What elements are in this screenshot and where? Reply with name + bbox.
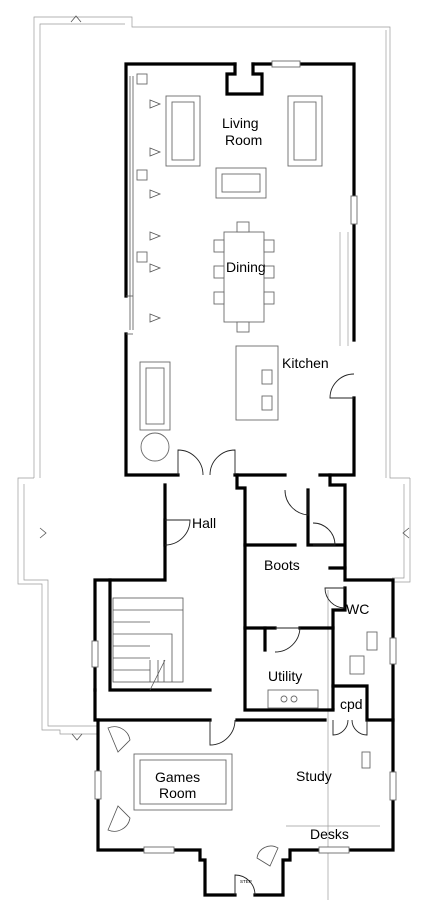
dining-furniture	[213, 221, 275, 333]
utility-fittings	[267, 631, 378, 709]
dining-label: Dining	[226, 259, 266, 275]
site-outlines	[17, 16, 411, 900]
living-room-furniture	[126, 73, 323, 335]
boundary-markers	[39, 15, 410, 741]
exterior-walls	[93, 62, 395, 897]
step-label: STEP	[240, 879, 252, 884]
interior-walls	[96, 473, 395, 722]
utility-label: Utility	[268, 668, 302, 684]
hall-label: Hall	[192, 515, 216, 531]
windows	[91, 60, 397, 854]
games-room-label: Games	[155, 769, 200, 785]
wc-label: WC	[346, 601, 369, 617]
doors	[164, 373, 368, 896]
games-room-fittings	[107, 726, 380, 867]
staircase	[112, 597, 184, 691]
study-label: Study	[296, 768, 332, 784]
cupboard-label: cpd	[340, 696, 363, 712]
desks-label: Desks	[310, 826, 349, 842]
kitchen-label: Kitchen	[282, 355, 329, 371]
kitchen-fittings	[139, 232, 349, 462]
games-room-label-line2: Room	[159, 785, 196, 801]
living-room-label-line2: Room	[225, 132, 262, 148]
living-room-label: Living	[222, 115, 259, 131]
boots-label: Boots	[264, 557, 300, 573]
